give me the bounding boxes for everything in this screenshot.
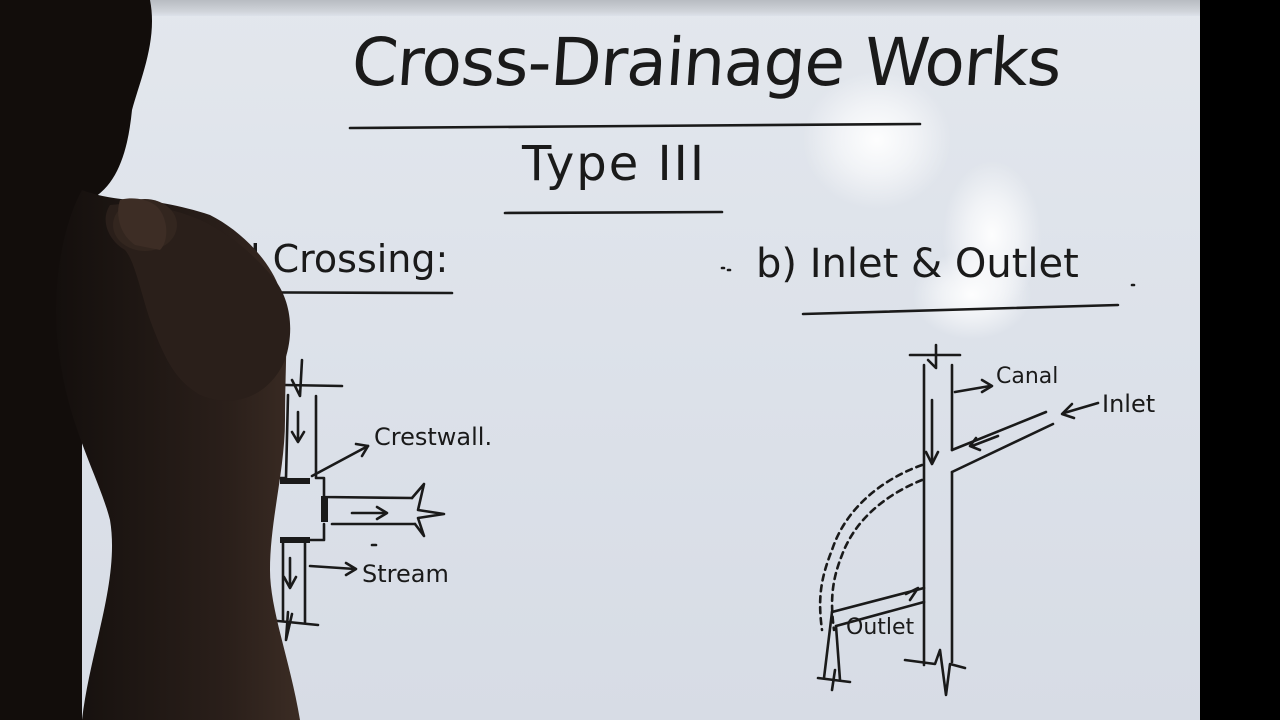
stream-label: Stream — [362, 560, 449, 588]
subtitle-underline — [503, 210, 724, 215]
section-b-heading: b) Inlet & Outlet — [756, 241, 1079, 287]
inlet-label: Inlet — [1102, 390, 1156, 418]
crestwall-label: Crestwall. — [374, 423, 493, 451]
section-b-underline — [801, 303, 1120, 316]
board-subtitle: Type III — [522, 136, 706, 192]
canal-label: Canal — [996, 364, 1059, 389]
inlet-outlet-diagram — [816, 343, 1100, 697]
whiteboard-edge — [82, 0, 1200, 16]
light-glare — [802, 70, 952, 210]
title-underline — [348, 122, 922, 130]
level-crossing-diagram — [266, 358, 446, 642]
outlet-label: Outlet — [846, 615, 915, 640]
light-glare — [912, 250, 1032, 340]
